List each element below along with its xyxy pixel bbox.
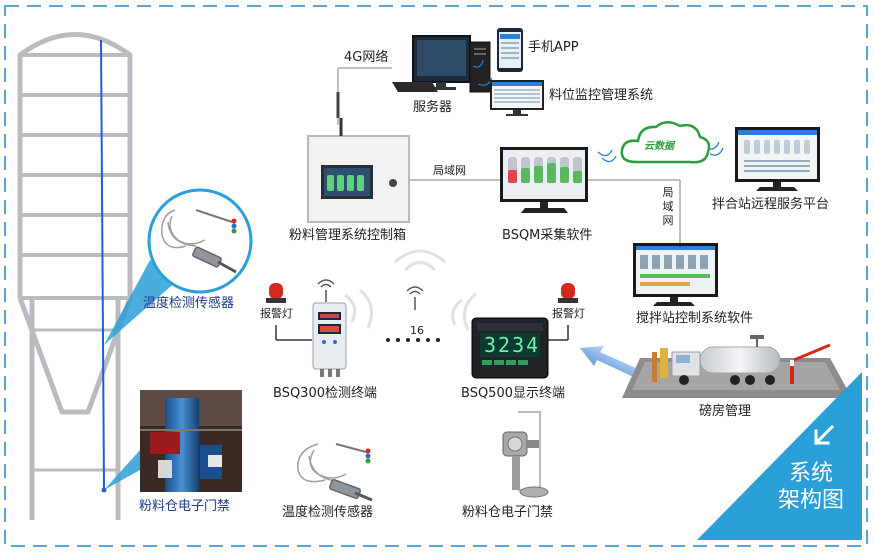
weighbridge-illustration	[622, 335, 852, 398]
cloud-wireless-arcs	[597, 141, 724, 163]
label-temp-sensor-left: 温度检测传感器	[143, 296, 235, 311]
label-lan-horizontal: 局域网	[433, 164, 466, 177]
corner-arrow-icon	[813, 424, 835, 446]
corner-badge-triangle	[697, 372, 862, 540]
e-gate-bottom-icon	[502, 411, 549, 498]
terminal-dots	[386, 338, 440, 342]
gate-callout	[104, 450, 140, 490]
antenna-left-icon	[317, 279, 335, 302]
mixing-station-monitor	[633, 243, 718, 306]
corner-badge-line1: 系统	[788, 461, 833, 486]
level-monitor-screen	[490, 80, 544, 116]
bsq300-terminal	[312, 302, 347, 377]
label-control-box: 粉料管理系统控制箱	[289, 228, 407, 243]
temp-sensor-callout	[104, 260, 178, 345]
arrow-weighbridge-to-bsq500	[580, 346, 645, 380]
bsq500-terminal	[471, 317, 549, 379]
label-server: 服务器	[413, 100, 453, 115]
label-4g-network: 4G网络	[344, 50, 389, 65]
label-bsqm-software: BSQM采集软件	[502, 228, 593, 243]
label-bsq500-terminal: BSQ500显示终端	[461, 386, 565, 401]
label-weighbridge: 磅房管理	[699, 404, 752, 419]
cloud-shape	[620, 121, 711, 164]
bsqm-monitor	[500, 147, 588, 213]
remote-platform-monitor	[735, 127, 820, 191]
e-gate-left-photo	[140, 390, 242, 492]
antenna-middle-icon	[406, 286, 424, 310]
label-remote-service-platform: 拌合站远程服务平台	[712, 197, 830, 212]
label-alarm-light-left: 报警灯	[260, 307, 293, 320]
corner-badge-title: 系统 架构图	[768, 460, 854, 514]
center-wireless-arcs	[344, 249, 477, 331]
label-terminal-count: 16	[410, 324, 424, 337]
bsq500-display-reading: 3234	[484, 333, 541, 357]
dashed-frame	[4, 5, 868, 547]
label-bsq300-terminal: BSQ300检测终端	[273, 386, 377, 401]
temp-sensor-left-icon	[161, 209, 237, 274]
label-mobile-app: 手机APP	[528, 40, 579, 55]
label-mixing-control-software: 搅拌站控制系统软件	[636, 311, 754, 326]
label-cloud: 云数据	[644, 141, 674, 152]
mobile-phone	[497, 28, 523, 72]
control-box	[307, 118, 410, 223]
label-lan-vertical: 局域网	[662, 186, 674, 227]
temp-sensor-bottom-icon	[297, 443, 373, 502]
server-wireless-arcs	[472, 59, 493, 86]
label-level-monitor-system: 料位监控管理系统	[549, 88, 654, 103]
label-e-gate-left: 粉料仓电子门禁	[139, 499, 231, 514]
silo-illustration	[17, 32, 133, 520]
silo-sensor-cable	[100, 39, 105, 489]
label-temp-sensor-bottom: 温度检测传感器	[282, 505, 374, 520]
alarm-light-left-icon	[266, 283, 286, 303]
label-e-gate-bottom: 粉料仓电子门禁	[462, 505, 554, 520]
label-alarm-light-right: 报警灯	[552, 307, 585, 320]
corner-badge-line2: 架构图	[777, 488, 844, 513]
alarm-light-right-icon	[558, 283, 578, 303]
server-computer	[392, 35, 491, 93]
